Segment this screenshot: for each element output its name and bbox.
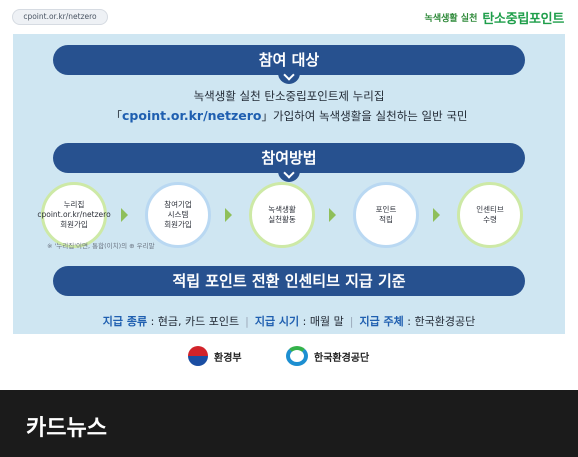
criteria-key: 지급 시기 bbox=[254, 315, 300, 328]
arrow-right-icon bbox=[433, 208, 440, 222]
section-title-method-label: 참여방법 bbox=[261, 149, 317, 167]
divider: | bbox=[349, 315, 354, 328]
brand-logo: 녹색생활 실천 탄소중립포인트 bbox=[424, 8, 565, 27]
bracket-open: 「 bbox=[110, 109, 123, 123]
url-pill: cpoint.or.kr/netzero bbox=[12, 9, 108, 25]
step-green-activity: 녹색생활 실천활동 bbox=[249, 182, 315, 248]
brand-tagline: 녹색생활 실천 bbox=[424, 13, 478, 24]
taeguk-icon bbox=[188, 346, 208, 366]
step-partner-signup: 참여기업 시스템 회원가입 bbox=[145, 182, 211, 248]
caption-footer: 카드뉴스 bbox=[0, 390, 578, 457]
step-label: 포인트 적립 bbox=[375, 205, 397, 224]
criteria-value: 현금, 카드 포인트 bbox=[157, 315, 240, 328]
agency-emblem-icon bbox=[286, 346, 308, 366]
footnote: ※ '누리집'이면, 통합(이치)의 ⊕ 우리말 bbox=[47, 242, 155, 250]
arrow-right-icon bbox=[329, 208, 336, 222]
agency-logo: 한국환경공단 bbox=[286, 346, 369, 366]
ministry-name: 환경부 bbox=[214, 352, 242, 364]
agency-name: 한국환경공단 bbox=[314, 352, 370, 364]
brand-name: 탄소중립포인트 bbox=[482, 11, 564, 27]
criteria-value: 한국환경공단 bbox=[414, 315, 476, 328]
chevron-down-icon bbox=[278, 166, 300, 182]
chevron-down-icon bbox=[278, 68, 300, 84]
divider: | bbox=[245, 315, 249, 328]
process-steps: 누리집 cpoint.or.kr/netzero 회원가입 참여기업 시스템 회… bbox=[37, 182, 541, 248]
step-label: 누리집 cpoint.or.kr/netzero 회원가입 bbox=[37, 200, 111, 229]
org-logos: 환경부 한국환경공단 bbox=[0, 346, 578, 372]
section-title-target-label: 참여 대상 bbox=[258, 51, 320, 69]
payment-criteria: 지급 종류 : 현금, 카드 포인트|지급 시기 : 매월 말|지급 주체 : … bbox=[102, 315, 476, 328]
target-url: cpoint.or.kr/netzero bbox=[122, 108, 262, 123]
ministry-logo: 환경부 bbox=[188, 346, 242, 366]
step-label: 인센티브 수령 bbox=[476, 205, 504, 224]
section-title-criteria-label: 적립 포인트 전환 인센티브 지급 기준 bbox=[172, 272, 406, 290]
section-title-criteria: 적립 포인트 전환 인센티브 지급 기준 bbox=[53, 266, 525, 296]
top-bar: cpoint.or.kr/netzero 녹색생활 실천 탄소중립포인트 bbox=[0, 0, 578, 34]
criteria-key: 지급 주체 bbox=[359, 315, 404, 328]
arrow-right-icon bbox=[121, 208, 128, 222]
caption-title: 카드뉴스 bbox=[26, 416, 107, 441]
section-title-target: 참여 대상 bbox=[53, 45, 525, 84]
step-label: 참여기업 시스템 회원가입 bbox=[164, 200, 192, 229]
target-description-suffix: 」가입하여 녹색생활을 실천하는 일반 국민 bbox=[261, 109, 468, 123]
step-signup: 누리집 cpoint.or.kr/netzero 회원가입 bbox=[37, 182, 111, 248]
card-news-image: cpoint.or.kr/netzero 녹색생활 실천 탄소중립포인트 참여 … bbox=[0, 0, 578, 390]
target-description-line1: 녹색생활 실천 탄소중립포인트제 누리집 bbox=[193, 89, 385, 103]
info-panel: 참여 대상 녹색생활 실천 탄소중립포인트제 누리집 「cpoint.or.kr… bbox=[13, 34, 565, 334]
step-points: 포인트 적립 bbox=[353, 182, 419, 248]
section-title-method: 참여방법 bbox=[53, 143, 525, 182]
step-incentive: 인센티브 수령 bbox=[457, 182, 523, 248]
target-description-line2: 「cpoint.or.kr/netzero」가입하여 녹색생활을 실천하는 일반… bbox=[13, 108, 565, 124]
criteria-key: 지급 종류 bbox=[102, 315, 148, 328]
step-label: 녹색생활 실천활동 bbox=[268, 205, 296, 224]
criteria-value: 매월 말 bbox=[309, 315, 344, 328]
arrow-right-icon bbox=[225, 208, 232, 222]
